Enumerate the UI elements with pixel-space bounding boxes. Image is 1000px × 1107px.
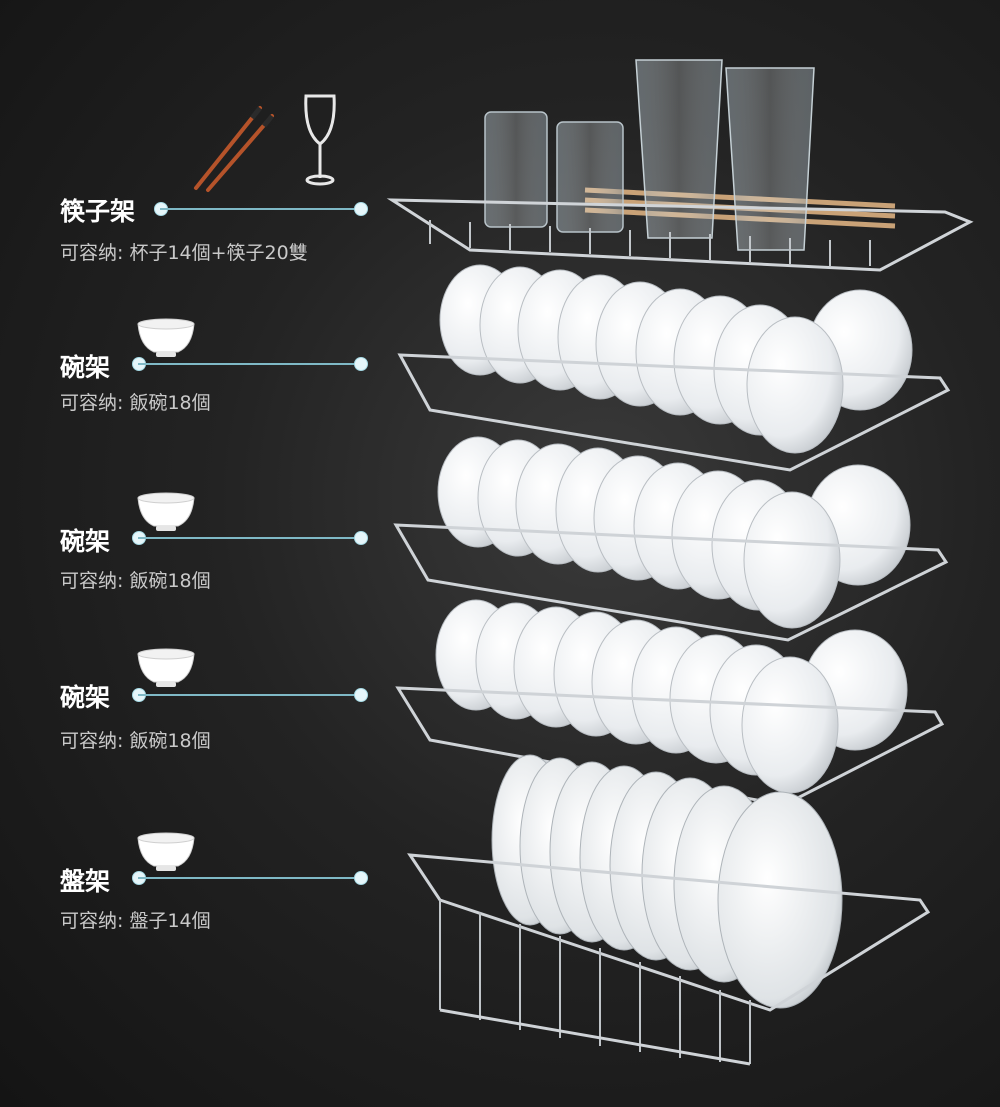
leader-line [138, 877, 360, 879]
bowl-icon [137, 492, 195, 531]
leader-line [138, 694, 360, 696]
plate-rack [407, 754, 931, 1066]
wine-glass-icon [304, 94, 336, 186]
leader-line [138, 537, 360, 539]
chopsticks-icon [194, 106, 274, 192]
rack-capacity: 可容纳: 飯碗18個 [60, 392, 211, 414]
rack-capacity: 可容纳: 飯碗18個 [60, 730, 211, 752]
bowl-icon [137, 832, 195, 871]
leader-dot-end [354, 357, 368, 371]
leader-dot-end [354, 688, 368, 702]
rack-title: 碗架 [60, 683, 111, 712]
leader-line [160, 208, 360, 210]
rack-title: 碗架 [60, 527, 111, 556]
leader-dot-end [354, 871, 368, 885]
rack-capacity: 可容纳: 盤子14個 [60, 910, 211, 932]
bowl-rack-3 [395, 599, 945, 807]
rack-title: 碗架 [60, 353, 111, 382]
chopstick-rack [386, 59, 974, 272]
rack-capacity: 可容纳: 杯子14個+筷子20雙 [60, 242, 308, 264]
bowl-icon [137, 648, 195, 687]
bowl-rack-1 [397, 264, 951, 472]
bowl-rack-2 [393, 436, 949, 642]
leader-dot-end [354, 531, 368, 545]
leader-dot-end [354, 202, 368, 216]
bowl-icon [137, 318, 195, 357]
leader-line [138, 363, 360, 365]
rack-capacity: 可容纳: 飯碗18個 [60, 570, 211, 592]
rack-title: 盤架 [60, 867, 111, 896]
rack-title: 筷子架 [60, 197, 136, 226]
